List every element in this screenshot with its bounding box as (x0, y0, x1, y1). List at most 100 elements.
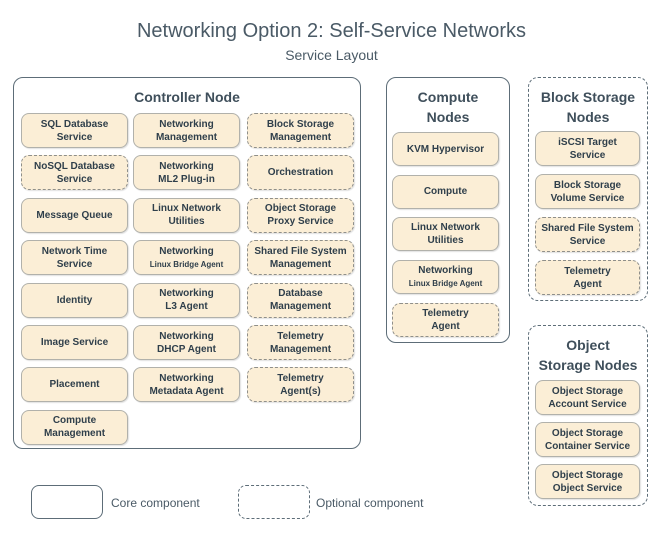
component-label-line1: Message Queue (36, 209, 113, 221)
component-label-line2: Object Service (552, 482, 623, 494)
component-label-line2: Service (56, 258, 93, 270)
component-label-line2: Proxy Service (267, 216, 334, 228)
component-label-line2: Metadata Agent (149, 385, 224, 397)
block-storage-title-line2: Nodes (566, 109, 610, 125)
component-label-line1: Object Storage (264, 203, 337, 215)
component-label-line1: Identity (56, 294, 93, 306)
component-label-line1: Network Time (41, 245, 108, 257)
component-label-line1: Networking (159, 245, 214, 257)
kvm-hypervisor-component: KVM Hypervisor (392, 132, 499, 166)
component-label-line2: L3 Agent (165, 301, 208, 313)
orchestration-component: Orchestration (247, 155, 354, 191)
component-label-line2: Management (269, 131, 332, 143)
component-label-line2: Service (569, 149, 606, 161)
component-label-line1: Compute (52, 415, 97, 427)
diagram-title: Networking Option 2: Self-Service Networ… (136, 20, 527, 42)
component-label-line1: Block Storage (266, 118, 335, 130)
component-label-line1: Networking (159, 372, 214, 384)
component-label-line1: Networking (159, 160, 214, 172)
component-label-line2: Agent(s) (280, 385, 321, 397)
component-label-line2: Account Service (548, 398, 627, 410)
component-label-line2: Linux Bridge Agent (408, 279, 483, 289)
component-label-line1: Networking (159, 118, 214, 130)
image-service-component: Image Service (21, 325, 128, 360)
component-label-line1: Object Storage (551, 469, 624, 481)
component-label-line2: Linux Bridge Agent (149, 259, 224, 269)
component-label-line1: Block Storage (553, 179, 622, 191)
component-label-line2: DHCP Agent (157, 343, 216, 355)
component-label-line2: Agent (431, 320, 460, 332)
controller-node-title: Controller Node (134, 89, 240, 105)
component-label-line2: Container Service (544, 440, 631, 452)
legend-core-label: Core component (111, 496, 200, 510)
component-label-line1: KVM Hypervisor (406, 143, 485, 155)
component-label-line2: Management (269, 301, 332, 313)
component-label-line1: Networking (418, 265, 473, 277)
component-label-line2: Management (155, 131, 218, 143)
component-label-line1: SQL Database (40, 118, 109, 130)
component-label-line1: iSCSI Target (558, 136, 617, 148)
component-label-line1: Shared File System (541, 222, 634, 234)
legend-optional-swatch (238, 485, 310, 519)
diagram-subtitle: Service Layout (285, 47, 378, 63)
block-storage-nodes-title: Block Storage Nodes (529, 87, 647, 127)
object-storage-title-line2: Storage Nodes (538, 357, 638, 373)
component-label-line1: NoSQL Database (34, 160, 115, 172)
component-label-line2: Management (269, 343, 332, 355)
component-label-line2: Volume Service (550, 192, 625, 204)
component-label-line2: Utilities (168, 216, 205, 228)
message-queue-component: Message Queue (21, 197, 128, 233)
component-label-line1: Linux Network (152, 203, 221, 215)
component-label-line2: Agent (573, 278, 602, 290)
component-label-line1: Object Storage (551, 385, 624, 397)
legend-core-swatch (31, 485, 103, 519)
component-label-line1: Shared File System (254, 245, 347, 257)
component-label-line1: Image Service (40, 337, 109, 348)
identity-component: Identity (21, 282, 128, 318)
component-label-line1: Database (278, 288, 323, 300)
component-label-line1: Object Storage (551, 427, 624, 439)
component-label-line1: Networking (159, 288, 214, 300)
component-label-line1: Telemetry (564, 265, 611, 277)
component-label-line2: Service (56, 173, 93, 185)
component-label-line1: Compute (423, 186, 468, 198)
compute-component: Compute (392, 174, 499, 209)
object-storage-nodes-title: Object Storage Nodes (529, 335, 647, 375)
compute-nodes-title-line2: Nodes (426, 109, 470, 125)
component-label-line1: Telemetry (277, 372, 324, 384)
legend-optional-label: Optional component (316, 496, 424, 510)
component-label-line1: Placement (49, 379, 100, 391)
component-label-line2: ML2 Plug-in (158, 173, 215, 185)
block-storage-title-line1: Block Storage (540, 89, 636, 105)
component-label-line2: Service (56, 131, 93, 143)
component-label-line2: Management (43, 428, 106, 440)
component-label-line2: Service (569, 235, 606, 247)
component-label-line2: Management (269, 258, 332, 270)
compute-nodes-title-line1: Compute (417, 89, 479, 105)
compute-nodes-panel: Compute Nodes (386, 77, 510, 343)
